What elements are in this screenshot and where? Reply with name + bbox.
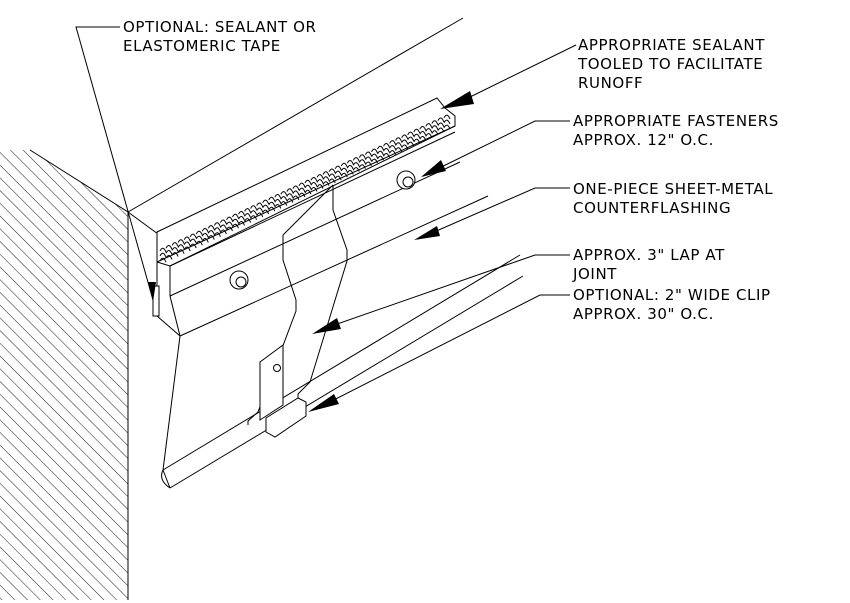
leader-lines [75,26,577,409]
callout-line: ONE-PIECE SHEET-METAL [573,180,774,198]
wall-face-lines [127,17,464,235]
callout-line: JOINT [573,265,618,283]
callout-lap: APPROX. 3" LAP AT JOINT [573,246,725,284]
callout-line: APPROPRIATE FASTENERS [573,112,779,130]
fastener-right [396,170,416,190]
sealant-bead [156,97,456,267]
callout-line: APPROX. 12" O.C. [573,131,714,149]
callout-line: TOOLED TO FACILITATE [578,55,764,73]
callout-clip: OPTIONAL: 2" WIDE CLIP APPROX. 30" O.C. [573,286,771,324]
callout-line: APPROX. 30" O.C. [573,305,714,323]
callout-sealant-tape: OPTIONAL: SEALANT OR ELASTOMERIC TAPE [123,18,317,56]
callout-appropriate-sealant: APPROPRIATE SEALANT TOOLED TO FACILITATE… [578,36,765,93]
wall-hatching [0,149,129,600]
callout-line: OPTIONAL: 2" WIDE CLIP [573,286,771,304]
callout-fasteners: APPROPRIATE FASTENERS APPROX. 12" O.C. [573,112,779,150]
callout-line: APPROPRIATE SEALANT [578,36,765,54]
clip [259,344,307,438]
callout-line: ELASTOMERIC TAPE [123,37,281,55]
callout-counterflashing: ONE-PIECE SHEET-METAL COUNTERFLASHING [573,180,773,218]
arrow-heads [148,91,474,412]
fastener-left [229,270,249,290]
callout-line: COUNTERFLASHING [573,199,732,217]
callout-line: APPROX. 3" LAP AT [573,246,725,264]
callout-line: OPTIONAL: SEALANT OR [123,18,317,36]
callout-line: RUNOFF [578,74,644,92]
